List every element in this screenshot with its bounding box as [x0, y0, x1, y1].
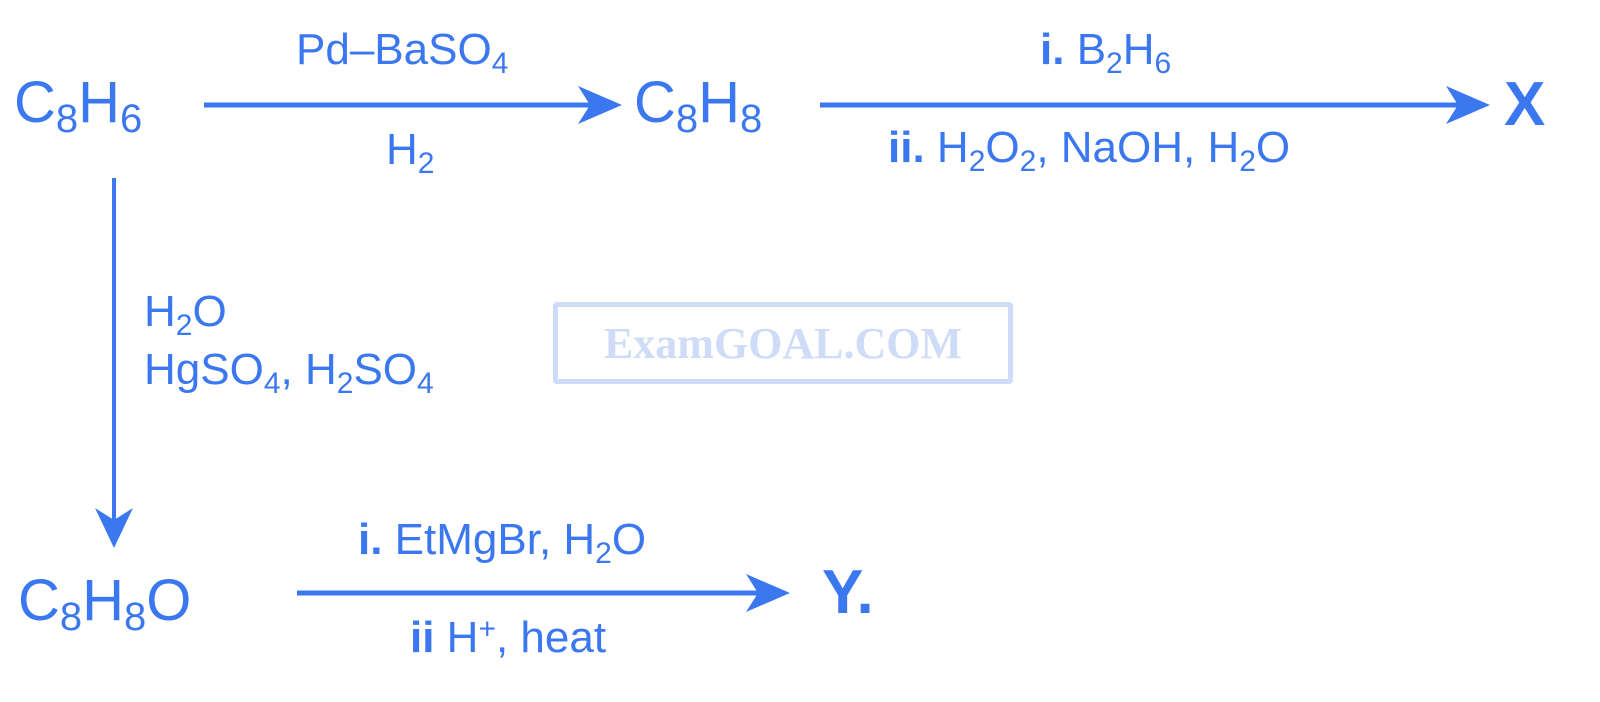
reagent-etmgbr: i. EtMgBr, H2O — [358, 515, 647, 570]
compound-c8h6: C8H6 — [14, 70, 143, 141]
product-x: X — [1504, 70, 1546, 139]
reagent-b2h6: i. B2H6 — [1040, 25, 1172, 80]
reagent-h2o: H2O — [144, 287, 227, 342]
watermark-box: ExamGOAL.COM — [553, 302, 1013, 384]
compound-c8h8: C8H8 — [634, 70, 763, 141]
reagent-h-plus-heat: ii H+, heat — [410, 612, 607, 662]
product-y: Y. — [822, 558, 874, 627]
compound-c8h8o: C8H8O — [18, 568, 192, 639]
reagent-pd-baso4: Pd–BaSO4 — [296, 25, 509, 80]
reaction-arrow-3 — [95, 178, 133, 548]
reagent-h2o2-naoh: ii. H2O2, NaOH, H2O — [888, 123, 1291, 178]
reaction-arrow-2 — [820, 86, 1490, 124]
reaction-arrow-4 — [297, 574, 790, 612]
reaction-arrow-1 — [204, 86, 622, 124]
watermark-text: ExamGOAL.COM — [603, 318, 963, 368]
reagent-hgso4-h2so4: HgSO4, H2SO4 — [144, 345, 434, 400]
reagent-h2: H2 — [386, 125, 435, 180]
